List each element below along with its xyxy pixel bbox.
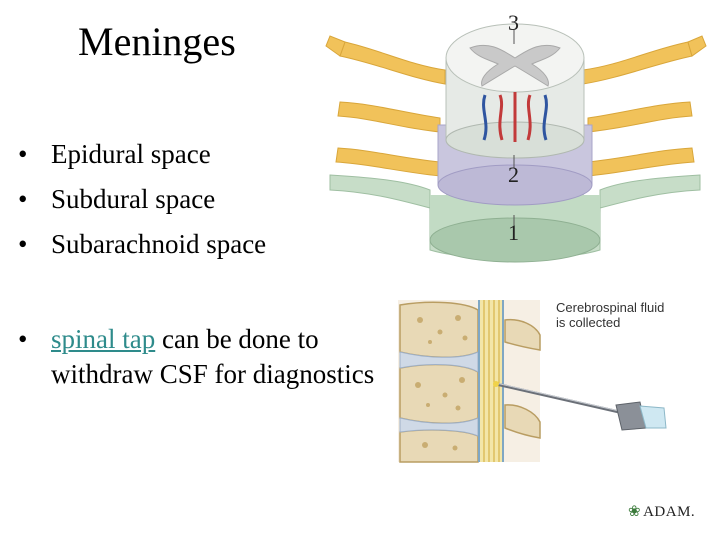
bullet-subarachnoid: Subarachnoid space bbox=[18, 225, 266, 270]
label-2: 2 bbox=[508, 162, 519, 187]
spinal-tap-illustration bbox=[398, 300, 667, 463]
caption-line-2: is collected bbox=[556, 315, 621, 330]
bullet-subdural: Subdural space bbox=[18, 180, 266, 225]
slide-title: Meninges bbox=[78, 19, 236, 64]
caption-line-1: Cerebrospinal fluid bbox=[556, 300, 665, 315]
leaf-icon: ❀ bbox=[628, 504, 642, 520]
label-1: 1 bbox=[508, 220, 519, 245]
spinal-tap-link[interactable]: spinal tap bbox=[51, 324, 156, 354]
spinal-tap-text: can be done to withdraw CSF for diagnost… bbox=[51, 324, 375, 389]
meninges-illustration: 3 2 1 bbox=[325, 10, 707, 263]
bullet-epidural: Epidural space bbox=[18, 135, 266, 180]
logo-text: ADAM. bbox=[643, 504, 696, 520]
meninges-list: Epidural space Subdural space Subarachno… bbox=[18, 135, 266, 270]
label-3: 3 bbox=[508, 10, 519, 35]
adam-logo: ❀ADAM. bbox=[628, 502, 695, 521]
spinal-tap-bullet: spinal tap can be done to withdraw CSF f… bbox=[18, 322, 388, 392]
csf-caption: Cerebrospinal fluid is collected bbox=[556, 300, 706, 330]
